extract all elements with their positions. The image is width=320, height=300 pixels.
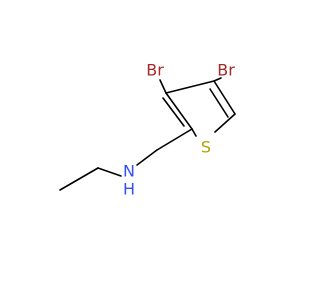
bond-c2-c3 xyxy=(165,92,193,130)
bond-c4-br xyxy=(213,77,222,82)
bond-c3-c4 xyxy=(165,80,215,94)
bonds xyxy=(59,77,236,191)
bond-s-c2 xyxy=(191,128,197,137)
atom-sulfur: S xyxy=(201,138,211,157)
bond-c4-c5 xyxy=(213,80,236,115)
atom-hydrogen: H xyxy=(123,180,135,199)
atom-labels: Br Br S N H xyxy=(123,61,235,199)
bond-ch2-c2 xyxy=(156,128,193,151)
molecule-structure: Br Br S N H xyxy=(59,61,236,199)
atom-nitrogen: N xyxy=(123,162,135,181)
bond-ch3-ch2 xyxy=(59,167,99,191)
bond-c5-s xyxy=(214,113,236,133)
bond-ch2-n xyxy=(97,167,122,177)
bond-c2-c3-double xyxy=(162,97,185,127)
bond-c3-br xyxy=(159,79,167,94)
atom-br-right: Br xyxy=(217,61,235,80)
bond-c4-c5-double xyxy=(209,88,229,118)
atom-br-left: Br xyxy=(146,61,164,80)
bond-n-ch2 xyxy=(136,149,158,166)
